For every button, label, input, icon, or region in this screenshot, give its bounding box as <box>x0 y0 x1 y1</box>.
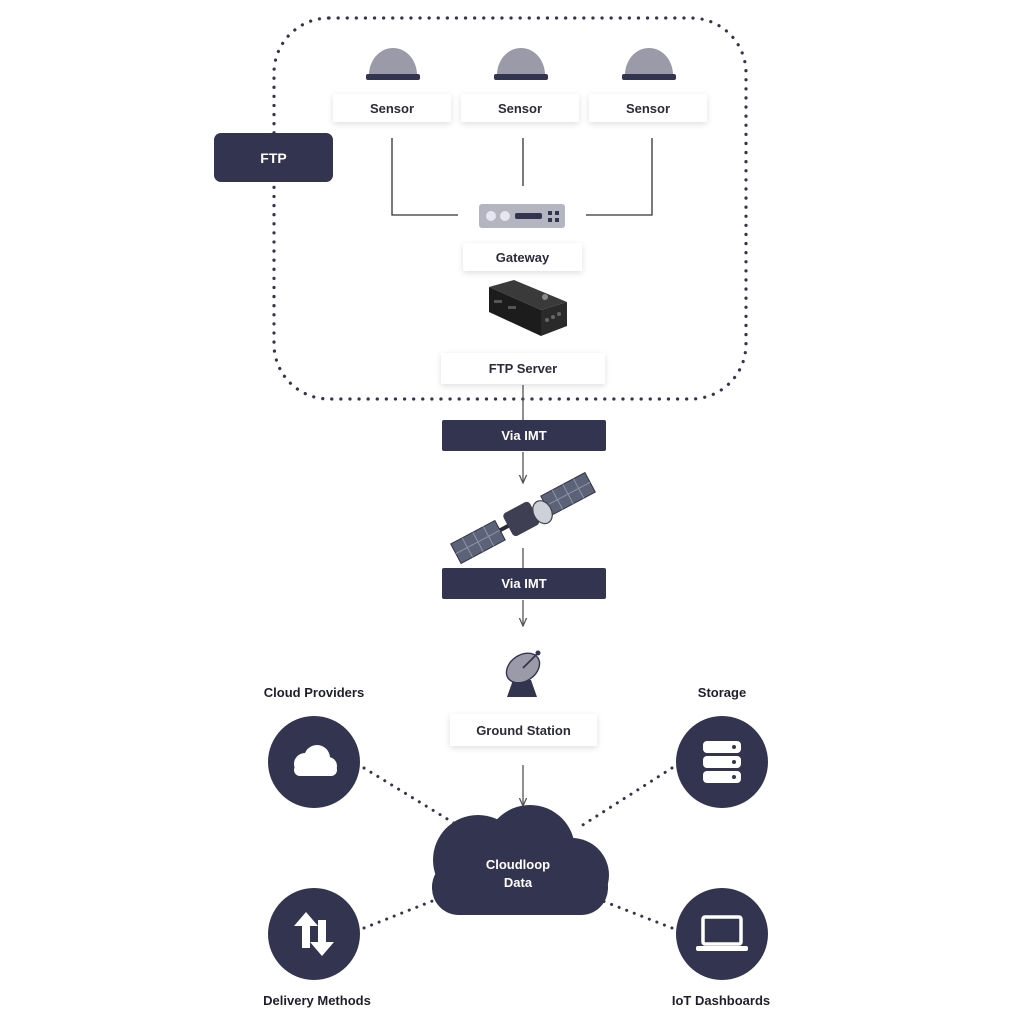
storage-node <box>676 716 768 808</box>
ftp-server-label: FTP Server <box>441 353 605 384</box>
cloud-icon <box>294 745 337 776</box>
sensor-gateway-lines <box>391 138 653 216</box>
gateway-label: Gateway <box>463 243 582 271</box>
sensor-dome-icon-2 <box>494 48 548 80</box>
cloud-providers-node <box>268 716 360 808</box>
ftp-group-boundary <box>272 16 748 401</box>
storage-label: Storage <box>697 685 747 700</box>
ftp-server-device-icon <box>489 280 567 336</box>
cloudloop-data-label: Cloudloop Data <box>468 856 568 892</box>
cloudloop-cloud-shape <box>432 805 609 915</box>
iot-dashboards-node <box>676 888 768 980</box>
cloud-providers-label: Cloud Providers <box>263 685 365 700</box>
sensor-dome-icon-1 <box>366 48 420 80</box>
sensor-label-3: Sensor <box>589 94 707 122</box>
laptop-icon <box>696 915 748 951</box>
ground-station-label: Ground Station <box>450 714 597 746</box>
via-imt-link-2: Via IMT <box>442 568 606 599</box>
via-imt-link-1: Via IMT <box>442 420 606 451</box>
up-down-arrows-icon <box>294 912 334 956</box>
sensor-label-1: Sensor <box>333 94 451 122</box>
sensor-label-2: Sensor <box>461 94 579 122</box>
cloudloop-label-line1: Cloudloop <box>485 857 551 872</box>
ftp-group-label: FTP <box>214 133 333 182</box>
iot-dashboards-label: IoT Dashboards <box>671 993 771 1008</box>
sensor-dome-icon-3 <box>622 48 676 80</box>
cloudloop-label-line2: Data <box>503 875 533 890</box>
satellite-dish-icon <box>505 650 541 697</box>
delivery-methods-label: Delivery Methods <box>263 993 371 1008</box>
satellite-icon <box>450 471 596 565</box>
gateway-device-icon <box>479 204 565 228</box>
delivery-methods-node <box>268 888 360 980</box>
database-icon <box>703 741 741 783</box>
